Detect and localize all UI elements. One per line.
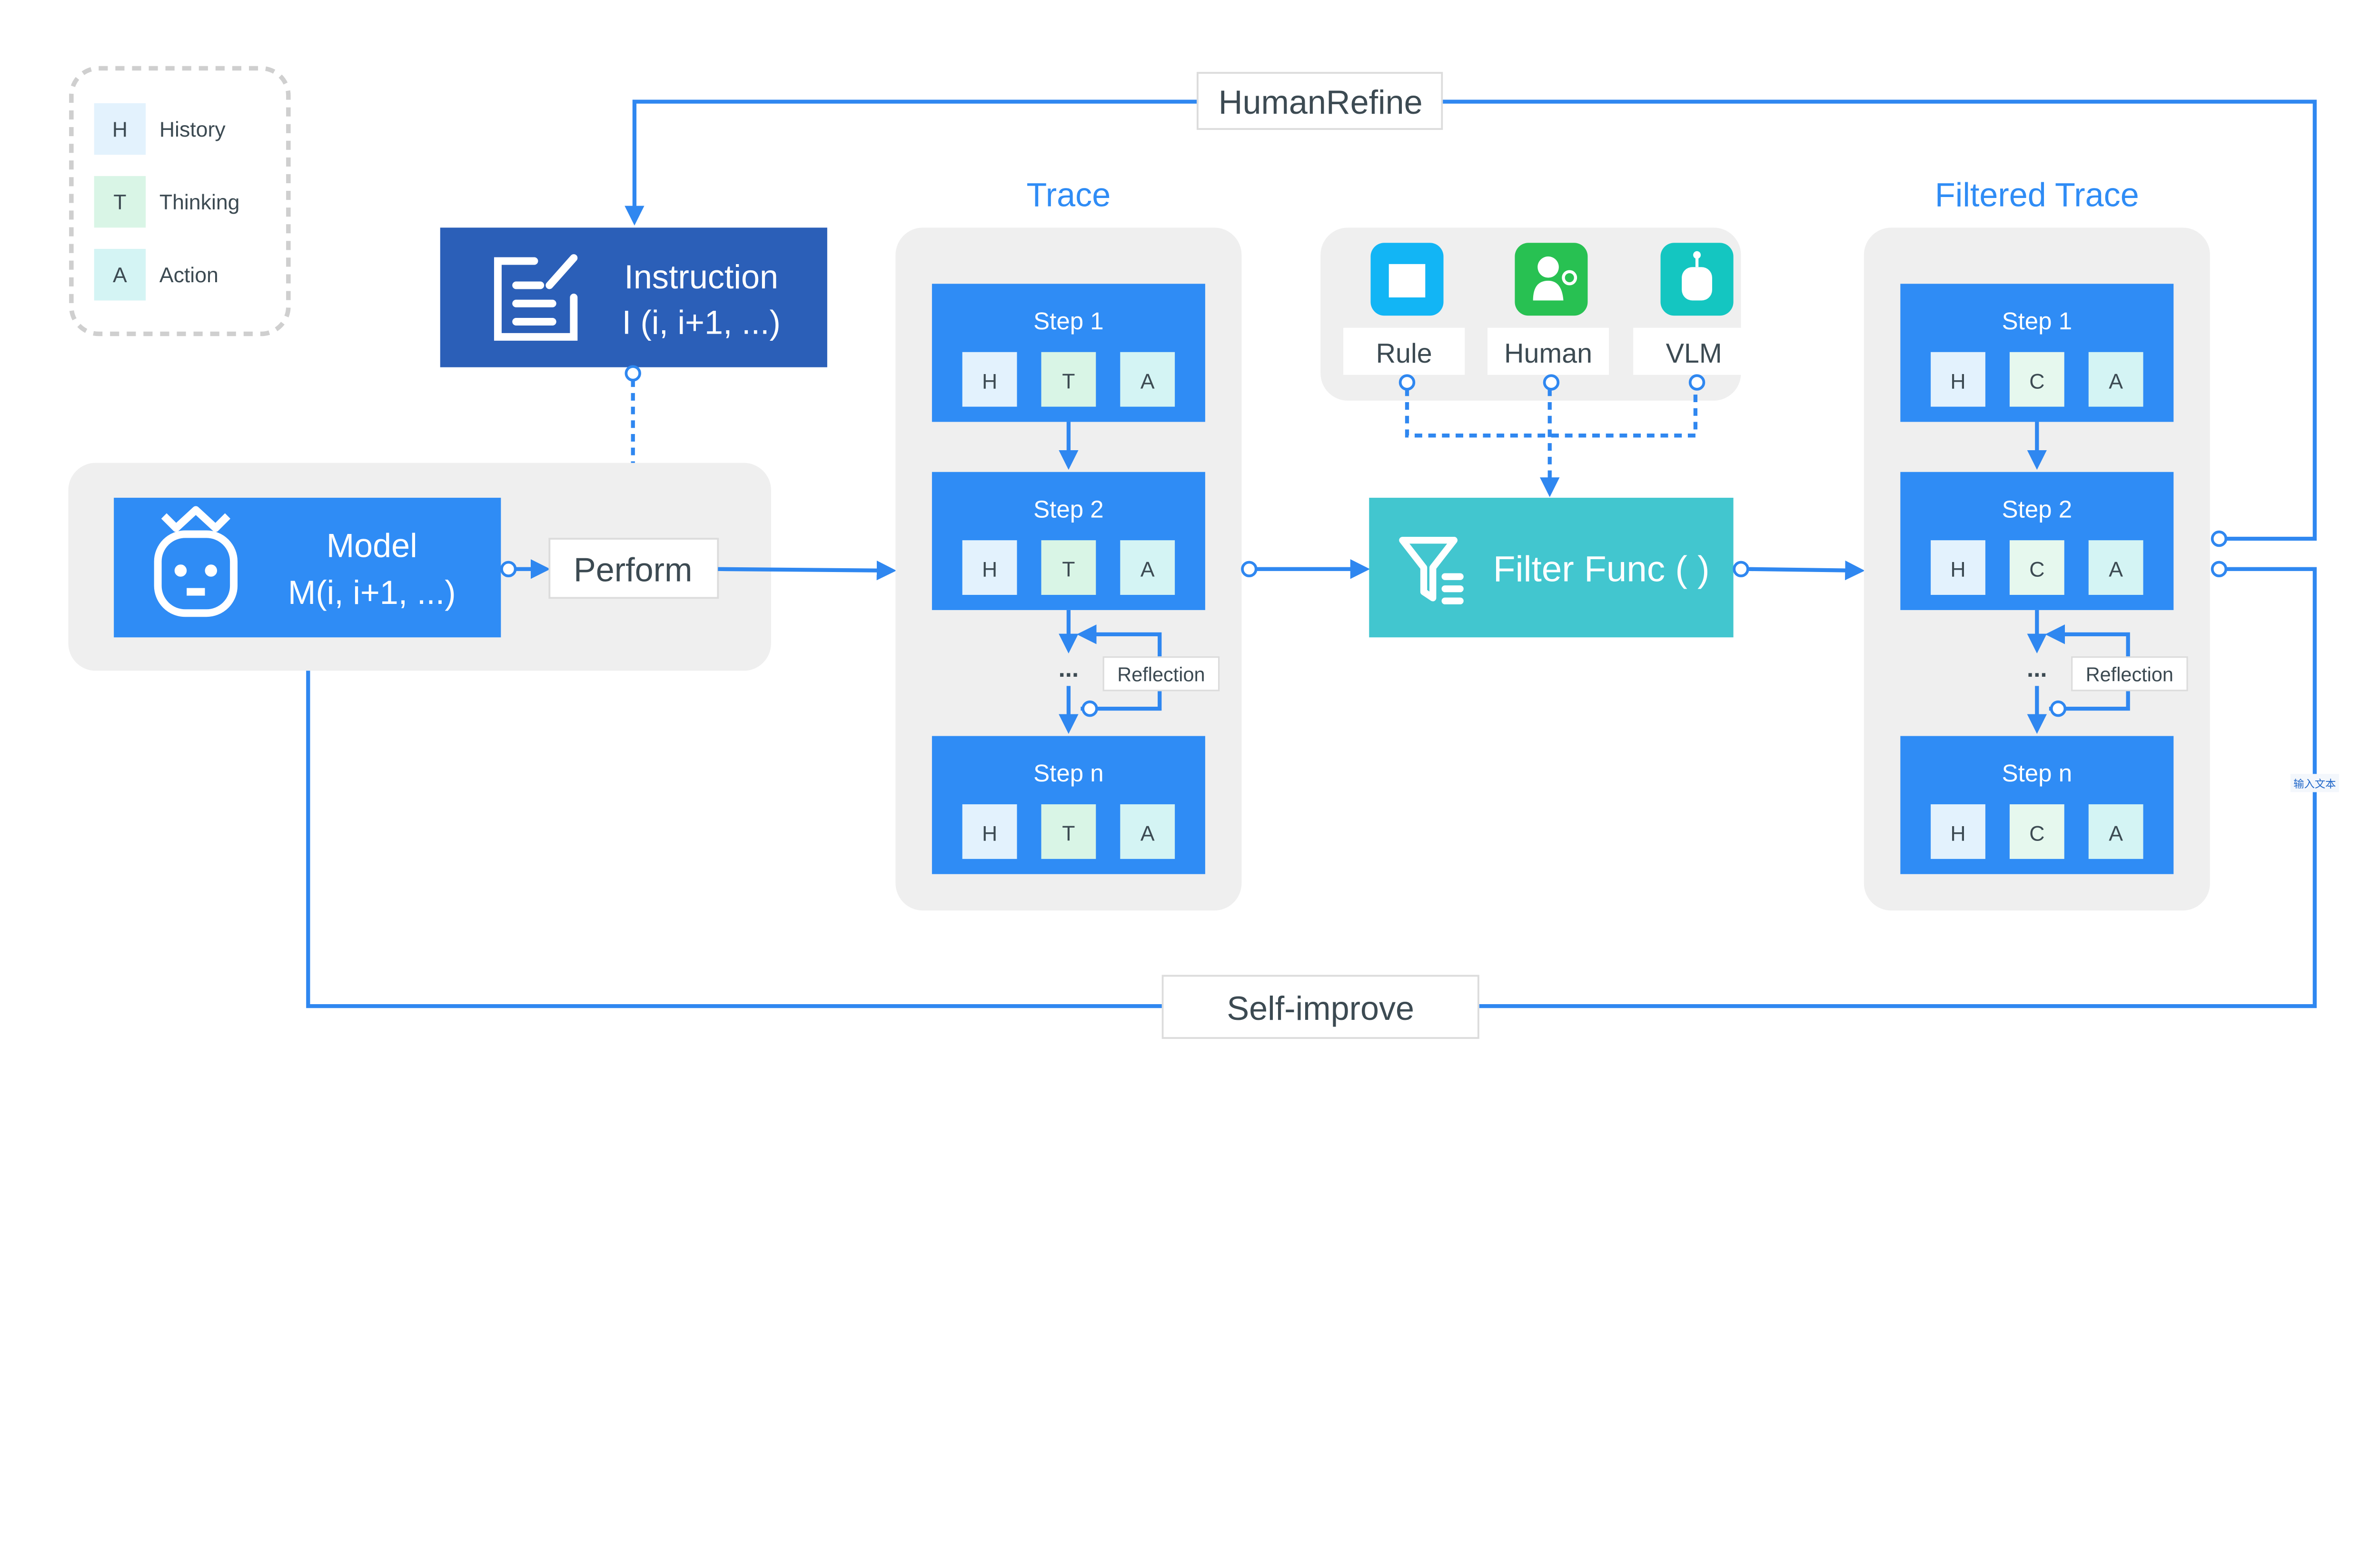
filter-source-label: VLM <box>1666 338 1722 369</box>
step-part <box>2009 540 2064 595</box>
step-part <box>962 804 1017 859</box>
step-part-letter: T <box>1062 822 1075 846</box>
filter-func-box[interactable]: Filter Func ( ) <box>1369 497 1734 638</box>
model-title: Model <box>327 526 417 564</box>
human-refine-label: HumanRefine <box>1219 83 1423 121</box>
user-gear-icon <box>1515 243 1588 316</box>
step-part-letter: C <box>2029 370 2044 393</box>
step-label: Step n <box>1033 760 1104 787</box>
step-part <box>2088 804 2143 859</box>
step-label: Step 1 <box>2002 307 2073 335</box>
step-part-letter: A <box>2109 370 2123 393</box>
step-part-letter: H <box>982 822 997 846</box>
step-part <box>2009 804 2064 859</box>
step-part-letter: H <box>982 558 997 582</box>
filter-source-label: Human <box>1504 338 1592 369</box>
reflection-label: Reflection <box>1117 663 1205 686</box>
edit-document-icon <box>494 254 578 341</box>
ellipsis: ... <box>2027 655 2047 682</box>
perform-box[interactable] <box>548 538 719 599</box>
step-part <box>962 540 1017 595</box>
legend-swatch <box>94 248 146 301</box>
step-part <box>1931 804 1985 859</box>
step-part <box>1931 540 1985 595</box>
step-label: Step n <box>2002 760 2073 787</box>
step-part-letter: A <box>2109 822 2123 846</box>
filter-func-label: Filter Func ( ) <box>1493 549 1710 589</box>
legend-swatch <box>94 176 146 228</box>
step-part <box>2088 352 2143 407</box>
legend-label: Action <box>159 264 218 287</box>
step-part <box>2088 540 2143 595</box>
reflection-label: Reflection <box>2086 663 2173 686</box>
trace-title: Filtered Trace <box>1935 176 2139 214</box>
step-part <box>962 352 1017 407</box>
step-part-letter: H <box>1950 822 1965 846</box>
step-part <box>1041 804 1096 859</box>
step-part-letter: T <box>1062 558 1075 582</box>
step-part <box>1041 540 1096 595</box>
legend-label: Thinking <box>159 191 240 214</box>
filter-source-label: Rule <box>1376 338 1432 369</box>
filter-source-rule[interactable]: Rule <box>1343 243 1465 391</box>
step-part-letter: H <box>1950 370 1965 393</box>
ellipsis: ... <box>1059 655 1079 682</box>
side-note: 输入文本 <box>2293 778 2336 790</box>
instruction-port <box>625 365 641 382</box>
step-part <box>1120 804 1175 859</box>
step-part-letter: C <box>2029 822 2044 846</box>
legend-letter: A <box>113 264 127 287</box>
instruction-box[interactable]: Instruction I (i, i+1, ...) <box>440 227 827 367</box>
step-part-letter: T <box>1062 370 1075 393</box>
instruction-subtitle: I (i, i+1, ...) <box>622 304 781 341</box>
step-box[interactable]: Step 2 H T A <box>932 472 1205 610</box>
step-part-letter: A <box>1140 558 1155 582</box>
step-part-letter: H <box>1950 558 1965 582</box>
step-part <box>1041 352 1096 407</box>
step-box[interactable]: Step 2 H C A <box>1900 472 2174 610</box>
model-box[interactable]: Model M(i, i+1, ...) <box>114 497 501 638</box>
perform-label: Perform <box>574 551 692 588</box>
refine-port <box>2211 530 2228 547</box>
instruction-title: Instruction <box>624 258 778 296</box>
filter-icon <box>1399 537 1464 604</box>
step-box[interactable]: Step 1 H C A <box>1900 284 2174 422</box>
model-subtitle: M(i, i+1, ...) <box>288 573 456 611</box>
filter-source-vlm[interactable]: VLM <box>1633 243 1755 391</box>
step-part-letter: H <box>982 370 997 393</box>
self-improve-loop: Self-improve 输入文本 <box>298 567 2339 1039</box>
legend-letter: H <box>112 118 128 141</box>
step-label: Step 2 <box>1033 495 1104 523</box>
step-part <box>1931 352 1985 407</box>
robot-icon <box>154 506 238 617</box>
step-box[interactable]: Step n H T A <box>932 736 1205 874</box>
step-part-letter: A <box>2109 558 2123 582</box>
step-part-letter: C <box>2029 558 2044 582</box>
legend-letter: T <box>113 191 126 214</box>
step-box[interactable]: Step n H C A <box>1900 736 2174 874</box>
step-box[interactable]: Step 1 H T A <box>932 284 1205 422</box>
step-part <box>1120 352 1175 407</box>
trace-title: Trace <box>1027 176 1111 214</box>
step-label: Step 1 <box>1033 307 1104 335</box>
human-refine-loop: HumanRefine <box>625 72 2317 541</box>
filters-panel: Rule Human VLM <box>1320 227 1755 493</box>
filter-source-human[interactable]: Human <box>1487 243 1609 391</box>
step-part <box>1120 540 1175 595</box>
model-panel: Model M(i, i+1, ...) Perform <box>68 463 771 671</box>
step-label: Step 2 <box>2002 495 2073 523</box>
step-part <box>2009 352 2064 407</box>
step-part-letter: A <box>1140 370 1155 393</box>
self-improve-label: Self-improve <box>1227 989 1414 1027</box>
step-part-letter: A <box>1140 822 1155 846</box>
improve-port <box>2211 561 2228 578</box>
legend-label: History <box>159 118 226 141</box>
legend-swatch <box>94 103 146 155</box>
